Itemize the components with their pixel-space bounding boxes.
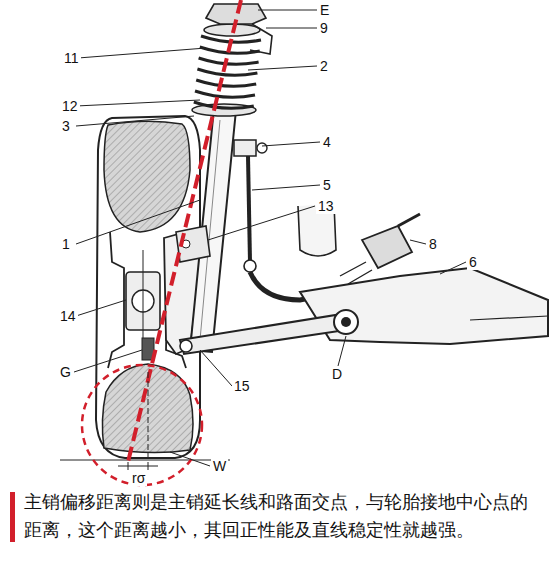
callout-label: 1 bbox=[60, 236, 72, 252]
callout-label: 3 bbox=[60, 118, 72, 134]
road-line bbox=[60, 460, 230, 461]
arm-bushing bbox=[334, 310, 358, 334]
ball-joint bbox=[180, 340, 192, 352]
coil-spring bbox=[194, 36, 261, 108]
callout-label: rσ bbox=[130, 470, 147, 486]
tyre-centre-line bbox=[148, 372, 149, 462]
callout-label: E bbox=[318, 2, 331, 18]
spring-coil bbox=[194, 102, 254, 108]
callout-label: 12 bbox=[60, 98, 80, 114]
kingpin-axis bbox=[128, 0, 241, 462]
callout-label: G bbox=[58, 364, 73, 380]
lower-arm bbox=[180, 314, 346, 354]
highlight-circle bbox=[82, 365, 202, 485]
callout-label: 5 bbox=[321, 177, 333, 193]
spring-coil bbox=[196, 80, 256, 86]
tyre-upper bbox=[104, 121, 190, 232]
stabilizer-bracket bbox=[234, 140, 256, 156]
callout-label: W bbox=[211, 458, 228, 474]
callout-label: 15 bbox=[232, 378, 252, 394]
stabilizer-link bbox=[248, 156, 250, 262]
callout-label: 9 bbox=[318, 20, 330, 36]
callout-label: 2 bbox=[318, 58, 330, 74]
callout-label: D bbox=[330, 366, 344, 382]
spring-coil bbox=[195, 91, 255, 97]
callout-label: 4 bbox=[321, 134, 333, 150]
subframe bbox=[300, 268, 548, 344]
offset-dimension bbox=[118, 466, 158, 467]
callout-label: 11 bbox=[62, 50, 81, 66]
callout-label: 13 bbox=[316, 198, 336, 214]
caption-bar bbox=[10, 492, 15, 542]
steering-rack bbox=[362, 226, 412, 268]
callout-label: 8 bbox=[427, 236, 439, 252]
caption-text: 主销偏移距离则是主销延长线和路面交点，与轮胎接地中心点的距离，这个距离越小，其回… bbox=[24, 488, 540, 544]
callout-label: 14 bbox=[58, 308, 78, 324]
callout-label: 6 bbox=[467, 254, 479, 270]
leader-lines bbox=[74, 10, 466, 466]
